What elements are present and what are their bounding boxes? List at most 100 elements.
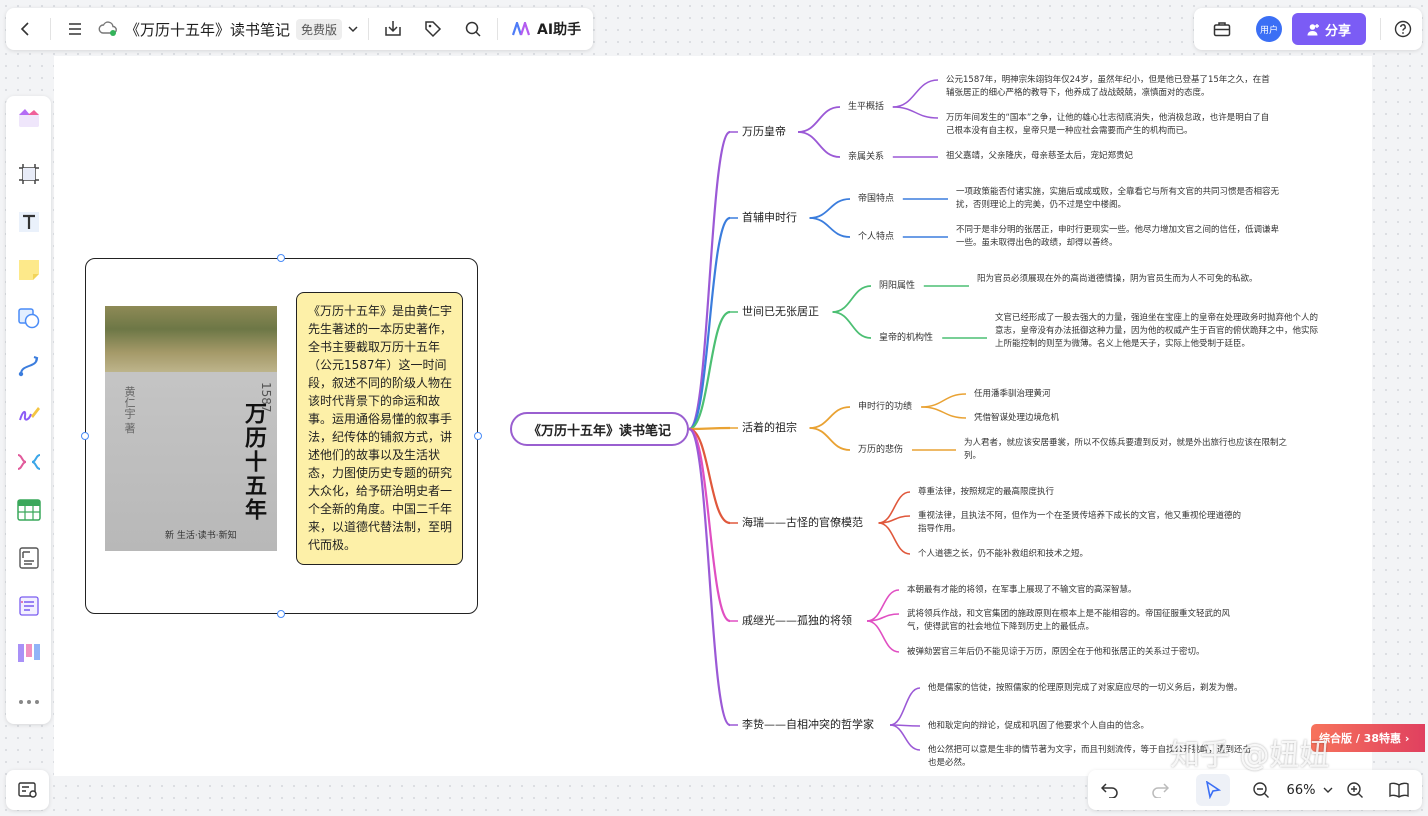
templates-button[interactable] (1194, 8, 1250, 50)
mindmap-leaf[interactable]: 本朝最有才能的将领，在军事上展现了不输文官的高深智慧。 (907, 585, 1137, 595)
mindmap-leaf[interactable]: 他是儒家的信徒，按照儒家的伦理原则完成了对家庭应尽的一切义务后，剃发为僧。 (928, 683, 1243, 693)
mindmap-branch[interactable]: 活着的祖宗 (742, 421, 797, 434)
cloud-sync-status[interactable] (95, 8, 121, 50)
mindmap-branch[interactable]: 世间已无张居正 (742, 305, 819, 318)
mindmap-leaf[interactable]: 为人君者，就应该安居垂裳，所以不仅练兵要遭到反对，就是外出旅行也应该在限制之列。 (964, 438, 1288, 461)
back-icon (20, 22, 29, 36)
document-icon (18, 547, 39, 569)
kanban-tool[interactable] (6, 634, 51, 674)
share-button[interactable]: 分享 (1292, 13, 1366, 45)
title-dropdown[interactable] (342, 8, 364, 50)
document-title[interactable]: 《万历十五年》读书笔记 (125, 20, 291, 39)
mindmap-subtopic[interactable]: 生平概括 (848, 102, 885, 112)
ai-assistant-button[interactable]: AI助手 (502, 8, 591, 50)
mindmap-leaf[interactable]: 尊重法律，按照规定的最高限度执行 (918, 487, 1055, 497)
mindmap-branch[interactable]: 万历皇帝 (742, 125, 786, 138)
tag-button[interactable] (413, 8, 453, 50)
mindmap-subtopic[interactable]: 申时行的功绩 (858, 402, 913, 412)
zoom-in-button[interactable] (1340, 770, 1370, 810)
shape-tool[interactable] (6, 298, 51, 338)
mindmap-leaf[interactable]: 不同于是非分明的张居正，申时行更现实一些。他尽力增加文官之间的信任，低调谦卑一些… (956, 225, 1280, 248)
resize-handle-bottom[interactable] (277, 610, 285, 618)
mindmap-leaf[interactable]: 一项政策能否付诸实施，实施后或成或败，全靠看它与所有文官的共同习惯是否相容无扰，… (956, 187, 1280, 210)
cover-title: 万历十五年 (241, 402, 267, 522)
undo-button[interactable] (1094, 770, 1126, 810)
back-button[interactable] (6, 8, 46, 50)
mindmap-subtopic[interactable]: 个人特点 (858, 232, 895, 242)
mindmap-subtopic[interactable]: 阴阳属性 (879, 281, 916, 291)
table-icon (16, 499, 41, 521)
search-icon (465, 21, 481, 37)
mindmap-tool[interactable] (6, 442, 51, 482)
cover-year: 1587 (259, 382, 273, 413)
mindmap-leaf[interactable]: 文官已经形成了一股去强大的力量，强迫坐在宝座上的皇帝在处理政务时抛弃他个人的意志… (995, 313, 1319, 349)
cover-publisher: 新 生活·读书·新知 (165, 531, 237, 541)
mindmap-leaf[interactable]: 阳为官员必须展现在外的高尚道德情操，阴为官员生而为人不可免的私欲。 (977, 274, 1258, 284)
watermark: 知乎 @妞妞 (1170, 738, 1330, 773)
kanban-icon (17, 644, 40, 662)
briefcase-icon (1213, 22, 1231, 37)
help-button[interactable] (1385, 8, 1421, 50)
mindmap-branch[interactable]: 李贽——自相冲突的哲学家 (742, 718, 874, 731)
menu-button[interactable] (55, 8, 95, 50)
plan-badge: 免费版 (296, 18, 343, 40)
zoom-level: 66% (1286, 782, 1316, 798)
promo-banner[interactable]: 综合版 / 38特惠 › (1311, 724, 1425, 752)
resize-handle-left[interactable] (81, 432, 89, 440)
mindmap-subtopic[interactable]: 万历的悲伤 (858, 445, 904, 455)
minimap-button[interactable] (6, 770, 49, 810)
card-tool[interactable] (6, 586, 51, 626)
cloud-sync-icon (98, 21, 117, 36)
download-button[interactable] (373, 8, 413, 50)
mindmap-central-topic[interactable]: 《万历十五年》读书笔记 (510, 412, 689, 446)
resize-handle-right[interactable] (474, 432, 482, 440)
mindmap-leaf[interactable]: 任用潘季驯治理黄河 (974, 389, 1051, 399)
book-cover-image[interactable]: 1587 万历十五年 黄仁宇 著 新 生活·读书·新知 (105, 306, 277, 551)
summary-sticky-note[interactable]: 《万历十五年》是由黄仁宇先生著述的一本历史著作，全书主要截取万历十五年（公元15… (296, 292, 463, 565)
pen-icon (18, 407, 40, 421)
mindmap-branch[interactable]: 戚继光——孤独的将领 (742, 614, 852, 627)
ai-assistant-label: AI助手 (537, 22, 582, 38)
mindmap-leaf[interactable]: 被弹劾罢官三年后仍不能见谅于万历，原因全在于他和张居正的关系过于密切。 (907, 647, 1205, 657)
connector-tool[interactable] (6, 346, 51, 386)
zoom-out-button[interactable] (1246, 770, 1276, 810)
zoom-level-select[interactable]: 66% (1282, 770, 1338, 810)
table-tool[interactable] (6, 490, 51, 530)
redo-button[interactable] (1144, 770, 1176, 810)
pen-tool[interactable] (6, 394, 51, 434)
mindmap-branch[interactable]: 海瑞——古怪的官僚模范 (742, 516, 863, 529)
material-library-button[interactable] (6, 98, 51, 138)
ai-logo-icon (512, 22, 531, 36)
zoom-out-icon (1253, 782, 1269, 798)
mindmap-subtopic[interactable]: 皇帝的机构性 (879, 333, 934, 343)
more-tools-button[interactable] (6, 682, 51, 722)
document-tool[interactable] (6, 538, 51, 578)
zoom-in-icon (1347, 782, 1363, 798)
mindmap-leaf[interactable]: 祖父嘉靖，父亲隆庆，母亲慈圣太后，宠妃郑贵妃 (946, 151, 1134, 161)
mindmap-leaf[interactable]: 他公然把可以意是生非的情节著为文字，而且刊刻流传，等于自找公开挑衅，遭到还击也是… (928, 745, 1252, 768)
select-tool-button[interactable] (1196, 774, 1230, 806)
mindmap-leaf[interactable]: 重视法律，且执法不阿，但作为一个在圣贤传培养下成长的文官，他又重视伦理道德的指导… (918, 511, 1242, 534)
minimap-icon (17, 782, 37, 798)
search-button[interactable] (453, 8, 493, 50)
avatar[interactable]: 用户 (1256, 16, 1282, 42)
mindmap-leaf[interactable]: 他和耿定向的辩论，促成和巩固了他要求个人自由的信念。 (928, 721, 1150, 731)
resize-handle-top[interactable] (277, 254, 285, 262)
mindmap-leaf[interactable]: 凭借智谋处理边境危机 (974, 413, 1060, 423)
left-toolbar (6, 96, 51, 724)
shape-icon (17, 308, 39, 329)
more-icon (18, 700, 39, 704)
mindmap-branch[interactable]: 首辅申时行 (742, 211, 797, 224)
sticky-note-tool[interactable] (6, 250, 51, 290)
mindmap-leaf[interactable]: 个人道德之长，仍不能补救组织和技术之短。 (918, 549, 1089, 559)
bottom-toolbar: 66% (1088, 770, 1422, 810)
text-tool[interactable] (6, 202, 51, 242)
frame-tool[interactable] (6, 154, 51, 194)
mindmap-leaf[interactable]: 公元1587年，明神宗朱翊钧年仅24岁，虽然年纪小，但是他已登基了15年之久，在… (946, 75, 1270, 98)
mindmap-leaf[interactable]: 万历年间发生的“国本”之争，让他的雄心壮志彻底消失，他消极怠政，也许是明白了自己… (946, 113, 1270, 136)
mindmap-subtopic[interactable]: 亲属关系 (848, 152, 885, 162)
select-cursor-icon (1205, 781, 1221, 799)
mindmap-leaf[interactable]: 武将领兵作战，和文官集团的施政原则在根本上是不能相容的。帝国征服重文轻武的风气，… (907, 609, 1231, 632)
reading-mode-button[interactable] (1382, 770, 1416, 810)
mindmap-subtopic[interactable]: 帝国特点 (858, 194, 895, 204)
